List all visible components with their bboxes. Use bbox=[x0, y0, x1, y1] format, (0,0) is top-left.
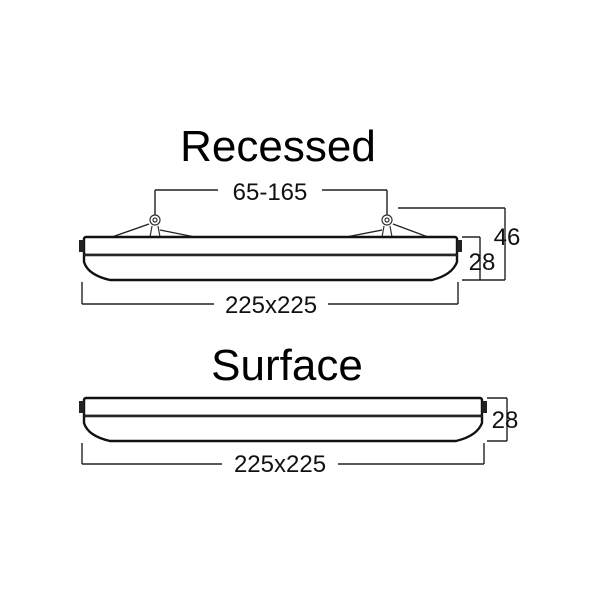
cutout-dim-label: 65-165 bbox=[233, 179, 308, 206]
recessed-width-dim-label: 225x225 bbox=[225, 292, 317, 319]
surface-width-dimension: 225x225 bbox=[81, 443, 485, 478]
body-height-dim-label: 28 bbox=[469, 249, 496, 276]
recessed-fixture-body bbox=[79, 235, 462, 282]
recessed-title: Recessed bbox=[180, 122, 376, 171]
recessed-height-dimension: 46 28 bbox=[398, 207, 521, 281]
surface-fixture-body bbox=[79, 396, 487, 443]
recessed-cutout-dimension: 65-165 bbox=[154, 179, 388, 215]
surface-title: Surface bbox=[211, 341, 363, 390]
recessed-width-dimension: 225x225 bbox=[81, 282, 459, 319]
total-height-dim-label: 46 bbox=[494, 224, 521, 251]
surface-height-dim-label: 28 bbox=[492, 407, 519, 434]
surface-height-dimension: 28 bbox=[487, 397, 519, 442]
surface-width-dim-label: 225x225 bbox=[234, 451, 326, 478]
recessed-spring-clips bbox=[111, 214, 429, 238]
